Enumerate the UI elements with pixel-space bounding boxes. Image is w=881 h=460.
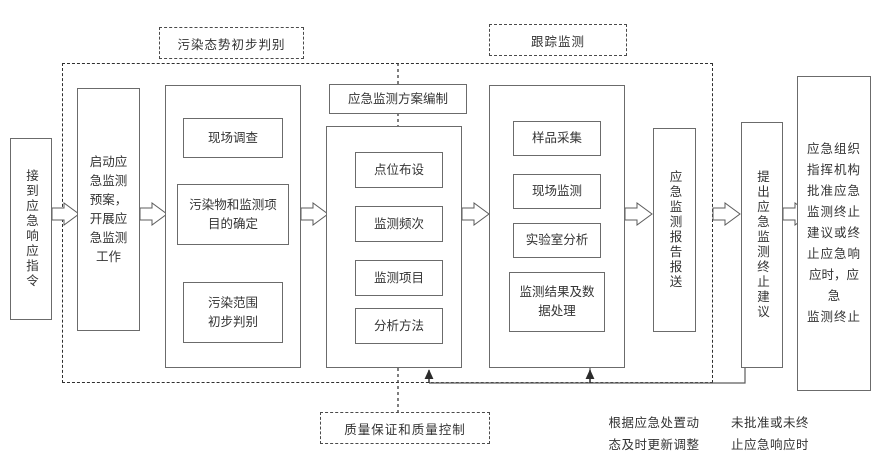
box-receive-order[interactable]: 接到应急响应指令 [10,138,52,320]
box-analysis-method[interactable]: 分析方法 [355,308,443,344]
caption-not-approved-line-2: 止应急响应时 [730,438,809,452]
box-sample-collection[interactable]: 样品采集 [513,121,601,156]
box-lab-analysis-label: 实验室分析 [525,233,589,247]
box-start-emergency-plan-label: 启动应急监测预案，开展应急监测工作 [89,154,128,264]
box-range-judgement-label: 污染范围初步判别 [207,295,258,329]
annotation-pollution-situation: 污染态势初步判别 [159,27,304,59]
final-approval-line-7: 应时，应急 [808,268,859,303]
box-plan-compilation-header[interactable]: 应急监测方案编制 [329,84,467,114]
annotation-tracking-monitoring-label: 跟踪监测 [530,34,585,49]
box-sample-collection-label: 样品采集 [531,131,582,145]
box-result-data-processing[interactable]: 监测结果及数据处理 [509,272,605,332]
final-approval-line-3: 批准应急 [806,184,861,198]
box-point-layout[interactable]: 点位布设 [355,152,443,188]
annotation-tracking-monitoring: 跟踪监测 [489,24,627,56]
caption-dynamic-update-line-2: 态及时更新调整 [608,438,700,452]
final-approval-line-4: 监测终止 [806,205,861,219]
final-approval-line-6: 止应急响 [806,247,861,261]
box-monitoring-frequency-label: 监测频次 [373,216,424,231]
box-final-approval-lines: 应急组织 指挥机构 批准应急 监测终止 建议或终 止应急响 应时，应急 监测终止 [803,139,865,328]
box-start-emergency-plan[interactable]: 启动应急监测预案，开展应急监测工作 [77,88,140,331]
box-analysis-method-label: 分析方法 [373,318,424,333]
final-approval-line-1: 应急组织 [806,142,861,156]
box-propose-termination[interactable]: 提出应急监测终止建议 [741,122,783,368]
box-receive-order-label: 接到应急响应指令 [24,169,38,289]
caption-not-approved: 未批准或未终 止应急响应时 [718,412,822,456]
caption-dynamic-update-line-1: 根据应急处置动 [608,416,700,430]
box-report-submission-label: 应急监测报告报送 [667,170,682,290]
annotation-quality-control-label: 质量保证和质量控制 [344,422,466,437]
box-result-data-processing-label: 监测结果及数据处理 [519,285,595,318]
box-site-survey[interactable]: 现场调查 [183,118,283,158]
box-pollutant-confirm-label: 污染物和监测项目的确定 [189,197,277,231]
box-plan-compilation-header-label: 应急监测方案编制 [347,91,448,106]
box-site-survey-label: 现场调查 [207,130,258,145]
box-field-monitoring-label: 现场监测 [531,184,582,198]
box-pollutant-confirm[interactable]: 污染物和监测项目的确定 [177,184,289,245]
annotation-pollution-situation-label: 污染态势初步判别 [177,37,286,52]
caption-dynamic-update: 根据应急处置动 态及时更新调整 [596,412,712,456]
final-approval-line-8: 监测终止 [806,310,861,324]
caption-not-approved-line-1: 未批准或未终 [730,416,809,430]
box-monitoring-item-label: 监测项目 [373,270,424,285]
box-lab-analysis[interactable]: 实验室分析 [513,223,601,258]
box-monitoring-item[interactable]: 监测项目 [355,260,443,296]
final-approval-line-5: 建议或终 [806,226,861,240]
box-field-monitoring[interactable]: 现场监测 [513,174,601,209]
box-range-judgement[interactable]: 污染范围初步判别 [183,282,283,343]
final-approval-line-2: 指挥机构 [806,163,861,177]
box-propose-termination-label: 提出应急监测终止建议 [755,170,769,320]
box-monitoring-frequency[interactable]: 监测频次 [355,206,443,242]
annotation-quality-control: 质量保证和质量控制 [320,412,490,444]
box-report-submission[interactable]: 应急监测报告报送 [653,128,696,332]
box-point-layout-label: 点位布设 [373,162,424,177]
box-final-approval[interactable]: 应急组织 指挥机构 批准应急 监测终止 建议或终 止应急响 应时，应急 监测终止 [797,76,871,391]
